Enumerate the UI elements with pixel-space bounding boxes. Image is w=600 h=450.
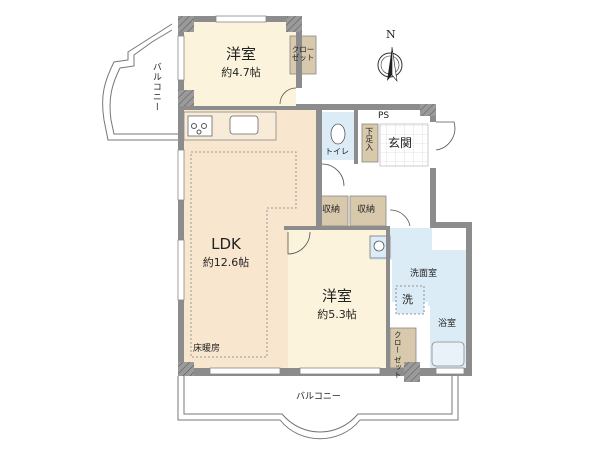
western-room-1-floor [184,22,296,110]
shoe-storage [361,123,379,163]
balcony-bottom-outline [177,376,459,440]
floor-heating-label: 床暖房 [193,344,221,354]
room-size: 約5.3帖 [317,307,357,321]
sink [229,115,259,135]
bathroom-label: 浴室 [438,319,457,329]
shoe-storage-label: 下足入 [364,127,374,151]
balcony-left-label: バルコニー [150,62,161,112]
balcony-left-outline [102,23,178,141]
room-name: 洋室 [321,287,352,305]
stove [187,115,213,137]
compass-rose [377,46,403,83]
ps-label: PS [378,111,390,121]
storage-1-label: 収納 [322,205,341,215]
bathtub [431,341,465,367]
closet-bottom [389,327,417,369]
closet-bottom-label: クロー ゼット [393,331,403,379]
compass-north-label: N [386,28,396,41]
floor-heating-area [190,151,297,358]
entrance-label: 玄関 [388,136,413,150]
room-name: LDK [211,235,241,253]
ldk-room: LDK 約12.6帖 [196,236,256,269]
washer-label: 洗 [402,293,413,306]
western-room-2: 洋室 約5.3帖 [302,288,372,321]
storage-2 [349,195,387,227]
washer-area [395,285,425,315]
closet-top-label: クロー ゼット [291,45,315,63]
toilet-label: トイレ [325,147,349,156]
washroom-label: 洗面室 [410,269,438,279]
closet-top-floor [289,35,317,75]
room-name: 洋室 [225,45,256,63]
washroom-floor [370,228,466,306]
room-size: 約12.6帖 [202,255,250,269]
entrance-floor [379,123,429,167]
balcony-bottom-label: バルコニー [296,392,341,402]
toilet-bowl [330,123,346,145]
storage-2-label: 収納 [357,205,376,215]
storage-1 [319,195,349,227]
room-size: 約4.7帖 [221,65,261,79]
western-room-1: 洋室 約4.7帖 [206,46,276,79]
